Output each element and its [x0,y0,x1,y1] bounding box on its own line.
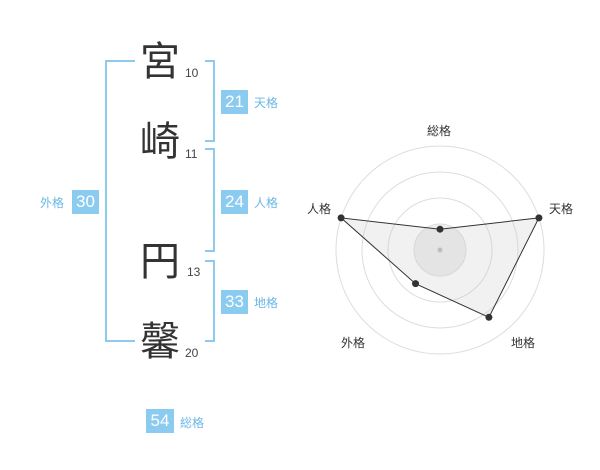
jinkaku-label: 人格 [254,196,279,210]
stroke-count-3: 13 [187,265,201,279]
gaikaku-label: 外格 [40,196,65,210]
stroke-count-4: 20 [185,346,199,360]
radar-point-2 [535,214,543,222]
jinkaku-bracket [205,148,215,252]
stroke-count-1: 10 [185,66,199,80]
gaikaku-bracket [105,60,135,342]
tenkaku-bracket [205,60,215,142]
radar-point-5 [337,214,345,222]
jinkaku-value: 24 [221,190,248,214]
radar-center [437,247,443,253]
tenkaku-value: 21 [221,90,248,114]
radar-data-polygon [339,217,540,318]
soukaku-value: 54 [146,409,174,433]
radar-label-gaikaku: 外格 [341,336,366,350]
name-char-1: 宮 [140,39,180,85]
chikaku-label: 地格 [254,296,279,310]
radar-label-jinkaku: 人格 [307,202,332,216]
gaikaku-value: 30 [72,190,99,214]
name-char-4: 馨 [140,319,180,365]
radar-label-tenkaku: 天格 [549,202,574,216]
chikaku-bracket [205,260,215,342]
radar-ring [387,197,493,303]
radar-chart [335,145,545,355]
chikaku-value: 33 [221,290,248,314]
name-char-3: 円 [140,239,180,285]
name-char-2: 崎 [140,119,180,165]
radar-point-1 [436,225,444,233]
stroke-count-2: 11 [185,147,198,161]
radar-point-3 [485,313,493,321]
tenkaku-label: 天格 [254,96,279,110]
radar-ring [361,171,519,329]
radar-point-4 [412,280,420,288]
radar-label-soukaku: 総格 [427,124,452,138]
radar-label-chikaku: 地格 [511,336,536,350]
soukaku-label: 総格 [180,416,205,430]
radar-ring [335,145,545,355]
